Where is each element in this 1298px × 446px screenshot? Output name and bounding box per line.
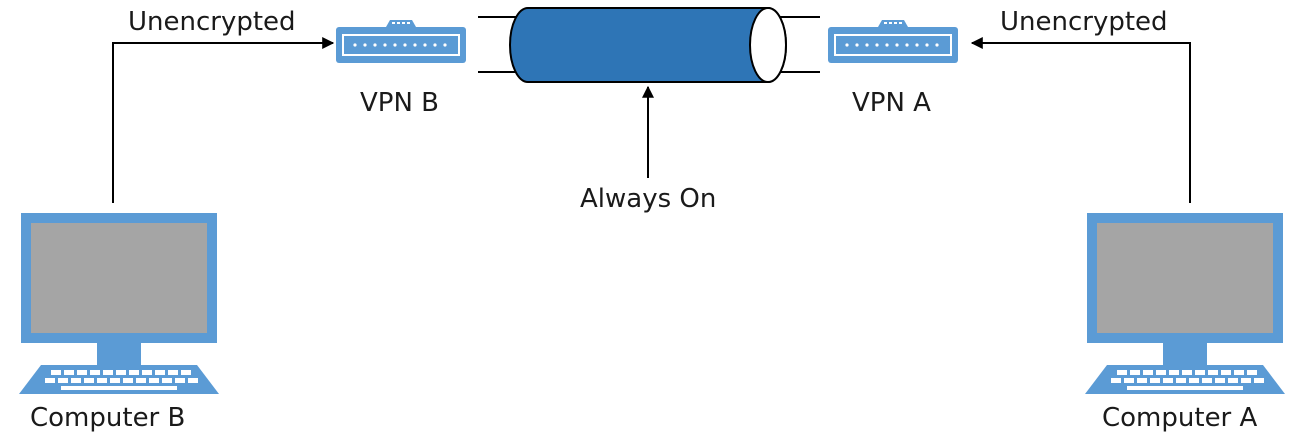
computer-b-icon	[19, 213, 219, 394]
unencrypted-label-right: Unencrypted	[1000, 7, 1168, 37]
connector-computer-b-to-vpn-b	[112, 37, 335, 203]
computer-a-label: Computer A	[1102, 403, 1258, 433]
unencrypted-label-left: Unencrypted	[128, 7, 296, 37]
connector-computer-a-to-vpn-a	[970, 37, 1191, 203]
vpn-a-label: VPN A	[852, 88, 931, 118]
vpn-tunnel-icon	[509, 7, 787, 83]
computer-b-label: Computer B	[30, 403, 186, 433]
vpn-a-router-icon	[827, 19, 959, 64]
always-on-label: Always On	[580, 184, 717, 214]
computer-a-icon	[1085, 213, 1285, 394]
vpn-b-router-icon	[335, 19, 467, 64]
vpn-b-label: VPN B	[360, 88, 440, 118]
